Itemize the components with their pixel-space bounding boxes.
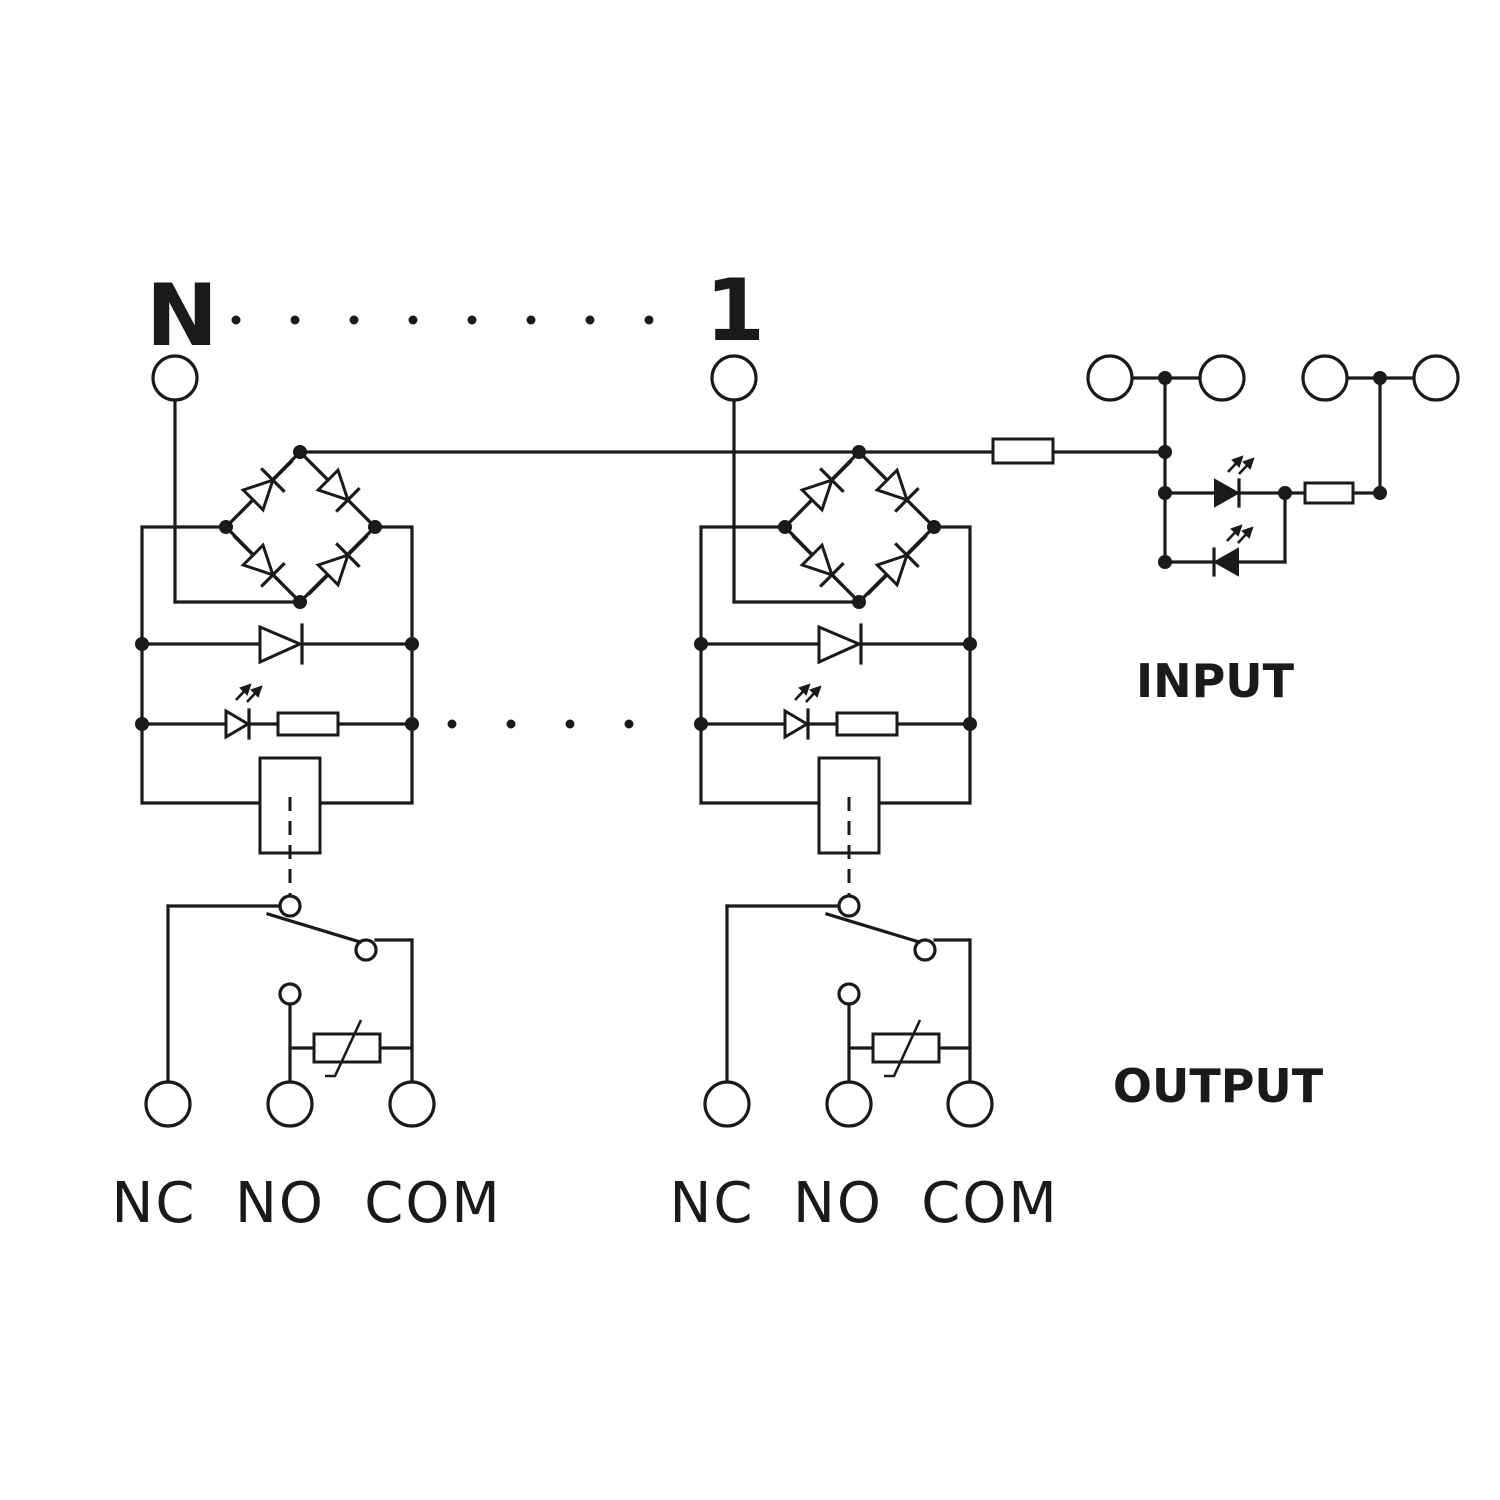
varistor-icon — [871, 1018, 941, 1078]
channel-1-no-terminal — [825, 1080, 873, 1128]
channel-1-nc-label: NC — [670, 1171, 755, 1236]
channel-n-supply-terminal — [151, 354, 199, 402]
channel-1-com-label: COM — [921, 1171, 1059, 1236]
input-terminal-4 — [1412, 354, 1460, 402]
channel-n-no-terminal — [266, 1080, 314, 1128]
status-led-icon — [783, 708, 810, 740]
channel-1-supply-terminal — [710, 354, 758, 402]
channel-n-nc-label: NC — [112, 1171, 197, 1236]
channel-1-nc-terminal — [703, 1080, 751, 1128]
channel-n-nc-terminal — [144, 1080, 192, 1128]
channel-1-no-label: NO — [793, 1171, 883, 1236]
input-resistor — [991, 437, 1055, 465]
input-terminal-2 — [1198, 354, 1246, 402]
channel-n-label: N — [146, 266, 218, 366]
led-resistor — [1303, 481, 1355, 505]
channel-1: NC NO COM — [670, 354, 1059, 1236]
varistor-icon — [312, 1018, 382, 1078]
channel-1-com-terminal — [946, 1080, 994, 1128]
freewheel-diode-icon — [258, 624, 304, 665]
channel-1-label: 1 — [705, 261, 765, 361]
channel-n: NC NO COM — [112, 354, 502, 1236]
input-led-lower-icon — [1212, 524, 1254, 577]
output-label: OUTPUT — [1113, 1059, 1324, 1113]
bridge-rectifier-icon — [222, 449, 379, 606]
freewheel-diode-icon — [817, 624, 863, 665]
input-terminal-1 — [1086, 354, 1134, 402]
led-series-resistor — [276, 711, 340, 737]
input-terminal-3 — [1301, 354, 1349, 402]
input-led-upper-icon — [1214, 455, 1255, 508]
input-terminal-block — [1086, 354, 1460, 577]
bridge-rectifier-icon — [781, 449, 938, 606]
channel-n-no-label: NO — [235, 1171, 325, 1236]
channel-n-com-terminal — [388, 1080, 436, 1128]
led-series-resistor — [835, 711, 899, 737]
input-label: INPUT — [1136, 654, 1295, 708]
status-led-icon — [224, 708, 251, 740]
channel-n-com-label: COM — [364, 1171, 502, 1236]
